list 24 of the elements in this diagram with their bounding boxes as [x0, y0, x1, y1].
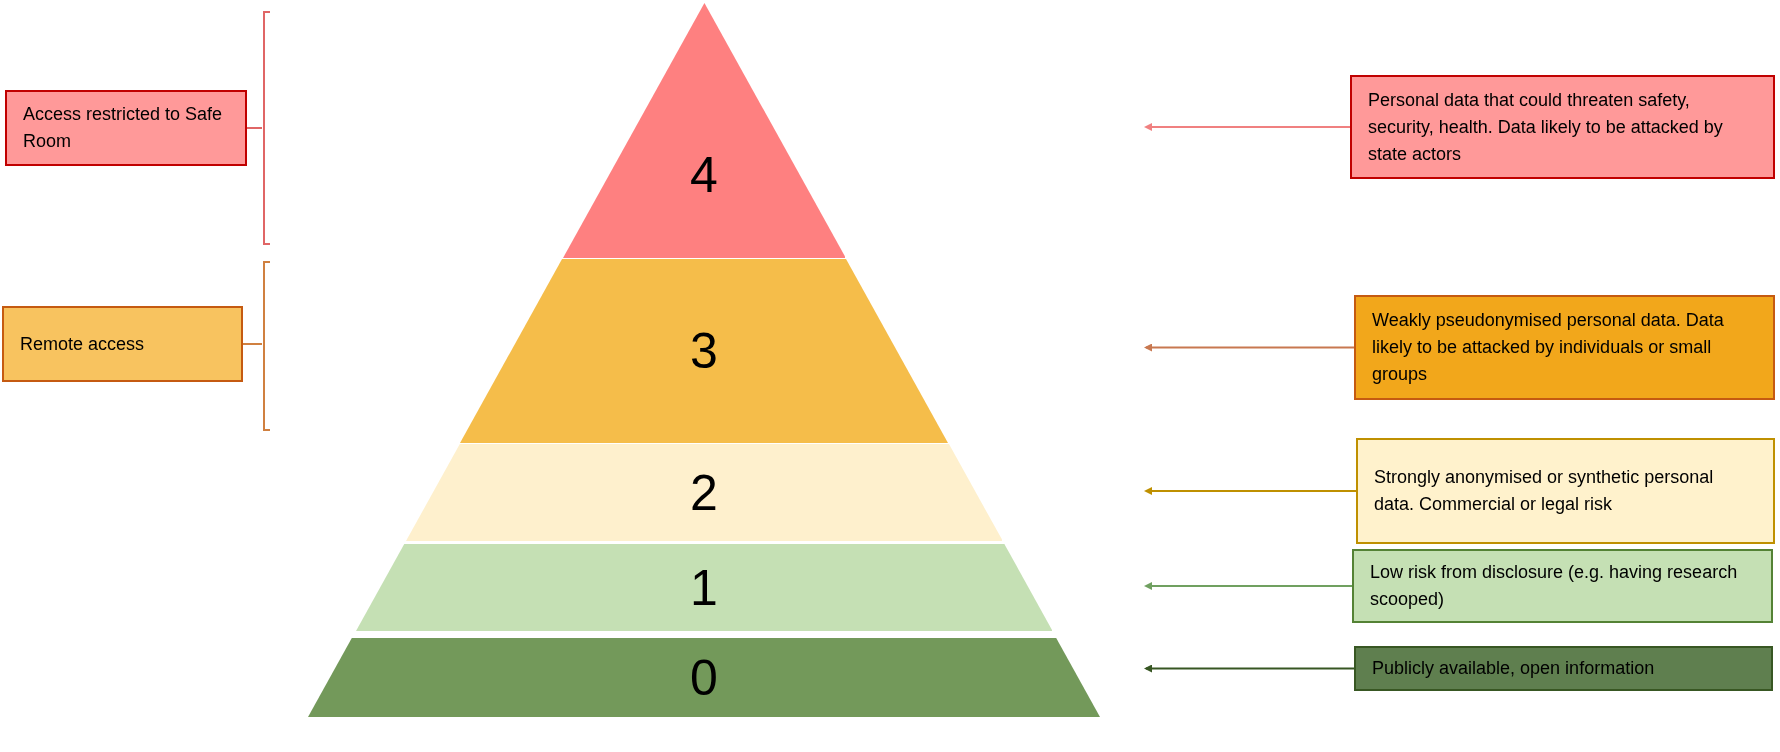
level-number: 4	[690, 150, 718, 201]
level-number: 1	[690, 562, 718, 613]
box-text: Access restricted to Safe Room	[23, 103, 224, 153]
text-box	[1354, 295, 1775, 400]
box-text: Strongly anonymised or synthetic personal data. Commercial or legal risk	[1374, 466, 1715, 516]
text-box	[1350, 75, 1775, 179]
box-text: Publicly available, open information	[1372, 657, 1656, 680]
arrow	[1144, 582, 1353, 590]
text-box	[2, 306, 243, 382]
box-text: Personal data that could threaten safety, security, health. Data likely to be attacked by state actors	[1368, 88, 1724, 166]
level-number: 3	[690, 326, 718, 376]
text-box	[1352, 549, 1773, 623]
box-text: Low risk from disclosure (e.g. having research scooped)	[1370, 561, 1739, 611]
arrow	[1144, 487, 1357, 495]
level-number: 2	[690, 467, 718, 518]
text-box	[5, 90, 247, 166]
arrow	[1144, 343, 1355, 352]
text-box	[1354, 646, 1773, 691]
text-box	[1356, 438, 1775, 544]
box-text: Weakly pseudonymised personal data. Data likely to be attacked by individuals or small groups	[1372, 309, 1725, 386]
arrow	[1144, 664, 1355, 673]
box-text: Remote access	[20, 332, 146, 356]
arrow	[1144, 123, 1351, 131]
level-number: 0	[690, 652, 718, 703]
